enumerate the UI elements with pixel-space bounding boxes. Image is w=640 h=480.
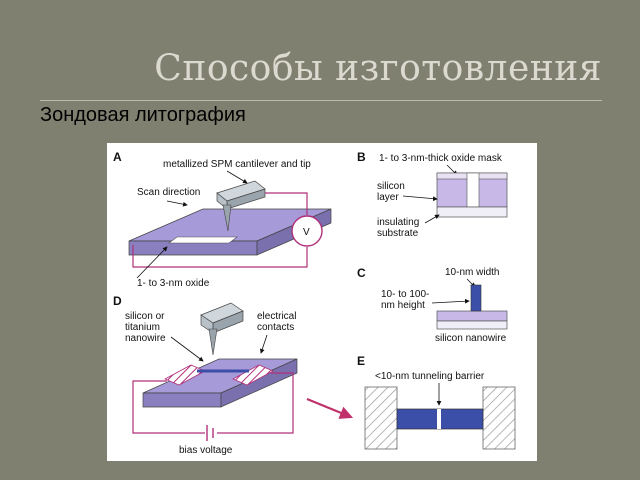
material-label-2: titanium [125,322,160,333]
scan-direction-label: Scan direction [137,187,200,198]
tunneling-barrier [437,409,441,429]
height-label-2: nm height [381,300,425,311]
electrode-right [482,386,516,450]
panel-e-label: E [357,354,365,368]
insulating-substrate [436,206,508,218]
oxide-line [168,236,238,244]
lithography-figure: A metallized SPM cantilever and tip Scan… [107,143,537,461]
oxide-mask-label: 1- to 3-nm-thick oxide mask [379,153,503,164]
voltmeter-icon [291,215,323,247]
panel-d: D silicon or titanium nanowire electrica… [113,294,354,456]
width-label: 10-nm width [445,267,499,278]
silicon-layer-label-2: layer [377,192,399,203]
slide-title: Способы изготовления [154,48,602,89]
material-label-3: nanowire [125,333,166,344]
silicon-layer-label-1: silicon [377,181,405,192]
panel-c-label: C [357,266,366,280]
material-label-1: silicon or [125,311,165,322]
arrow-to-e [306,397,354,419]
title-divider [40,100,602,101]
slide-subtitle: Зондовая литография [40,104,246,126]
insulating-label-1: insulating [377,217,419,228]
tunneling-barrier-label: <10-nm tunneling barrier [375,371,485,382]
height-label-1: 10- to 100- [381,289,429,300]
cantilever-label: metallized SPM cantilever and tip [163,159,311,170]
panel-a-label: A [113,150,122,164]
contacts-label-1: electrical [257,311,296,322]
spm-tip [222,204,232,232]
contacts-label-2: contacts [257,322,294,333]
panel-b-label: B [357,150,366,164]
voltmeter-label: V [303,227,310,238]
oxide-label: 1- to 3-nm oxide [137,278,210,289]
contact-right [232,364,274,386]
panel-d-label: D [113,294,122,308]
panel-a: A metallized SPM cantilever and tip Scan… [113,150,332,289]
electrode-left [364,386,398,450]
spm-tip-d [208,328,218,356]
panel-b: B 1- to 3-nm-thick oxide mask silicon la… [357,150,508,239]
silicon-nanowire [470,284,482,312]
nanowire-label: silicon nanowire [435,333,507,344]
bias-voltage-label: bias voltage [179,445,233,456]
panel-e: E <10-nm tunneling barrier [357,354,516,450]
insulating-label-2: substrate [377,228,419,239]
panel-c: C 10-nm width 10- to 100- nm height sili… [357,266,508,344]
